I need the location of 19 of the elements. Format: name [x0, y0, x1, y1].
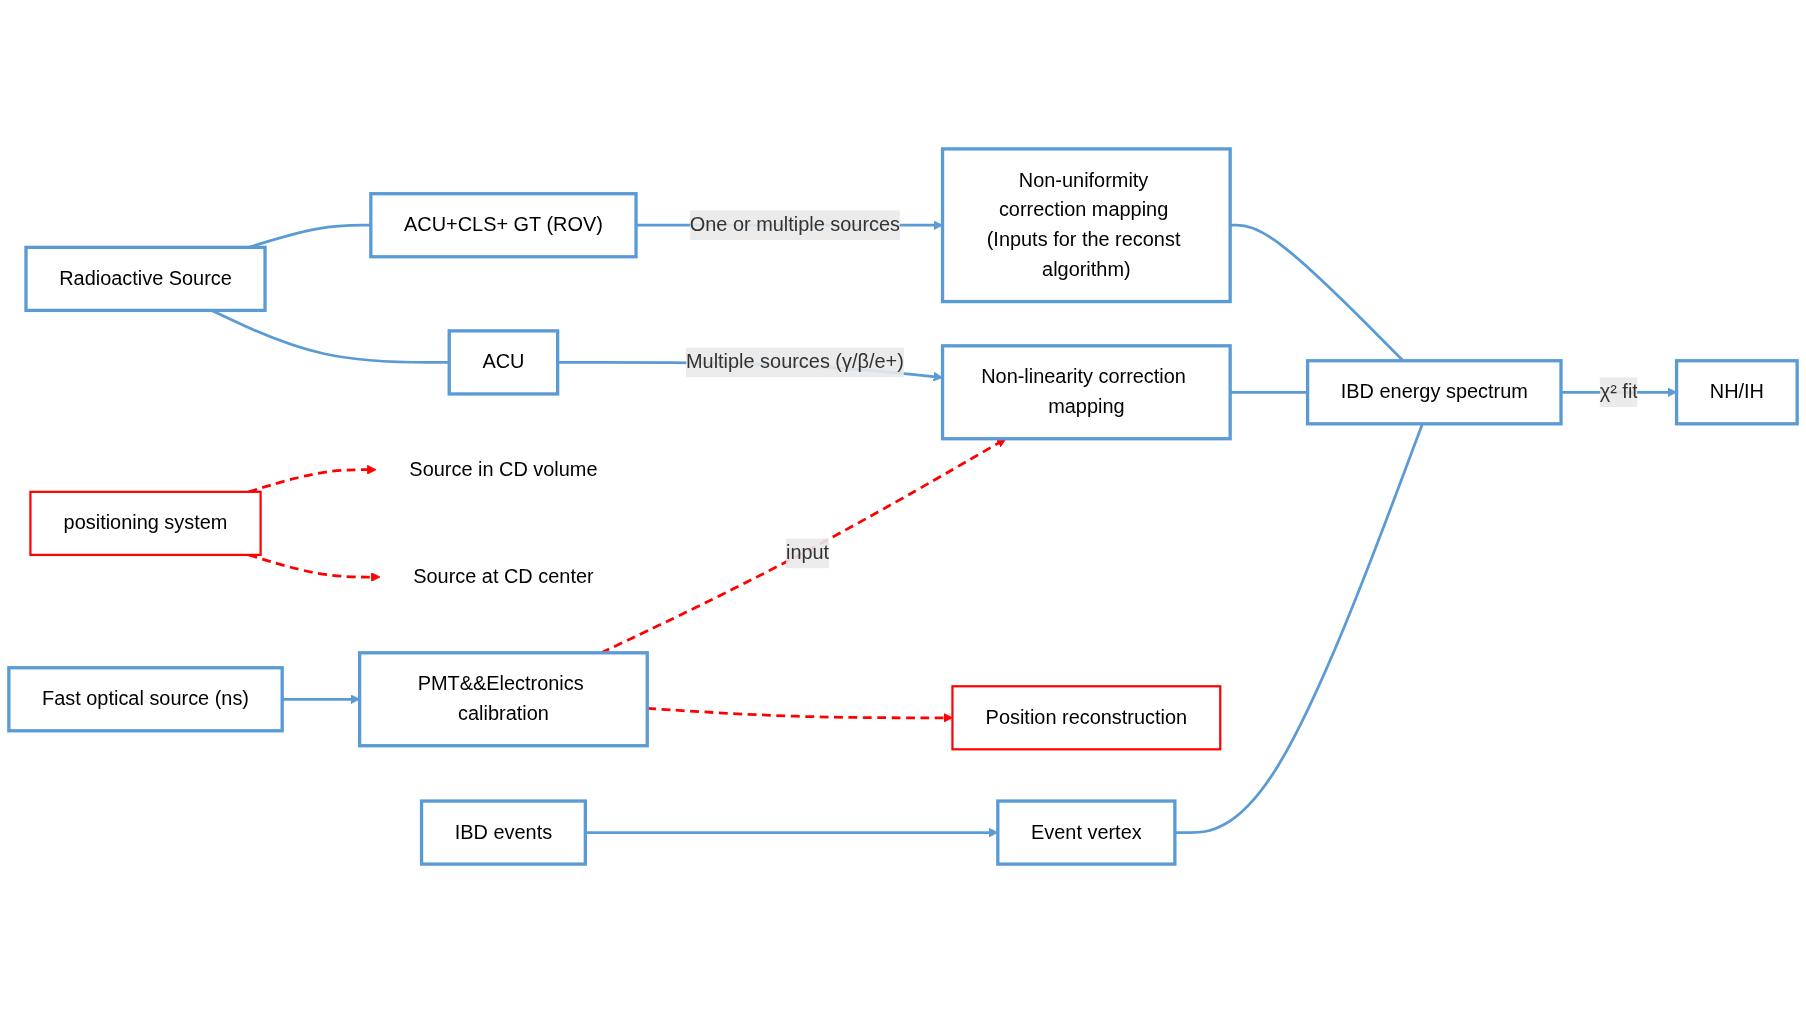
edge-label: One or multiple sources [689, 213, 901, 236]
node-box: ACU+CLS+ GT (ROV) [369, 192, 638, 259]
node-box: Radioactive Source [24, 245, 267, 313]
edge-label: input [785, 541, 830, 564]
node-box: Non-uniformity correction mapping (Inputs for the reconst algorithm) [940, 147, 1232, 304]
node-box: IBD energy spectrum [1305, 359, 1563, 426]
node-box: PMT&&Electronics calibration [357, 651, 649, 748]
node-text: Source at CD center [413, 565, 594, 588]
node-box: Non-linearity correction mapping [940, 344, 1232, 441]
node-text: Source in CD volume [409, 458, 598, 481]
node-box: positioning system [29, 490, 262, 556]
node-box: Fast optical source (ns) [7, 666, 284, 733]
node-box: ACU [447, 329, 560, 396]
node-box: Position reconstruction [951, 685, 1222, 751]
node-box: NH/IH [1674, 359, 1799, 426]
edge-label: χ² fit [1599, 380, 1638, 403]
node-box: Event vertex [996, 799, 1177, 866]
node-box: IBD events [419, 799, 587, 866]
edge-label: Multiple sources (γ/β/e+) [685, 350, 904, 373]
